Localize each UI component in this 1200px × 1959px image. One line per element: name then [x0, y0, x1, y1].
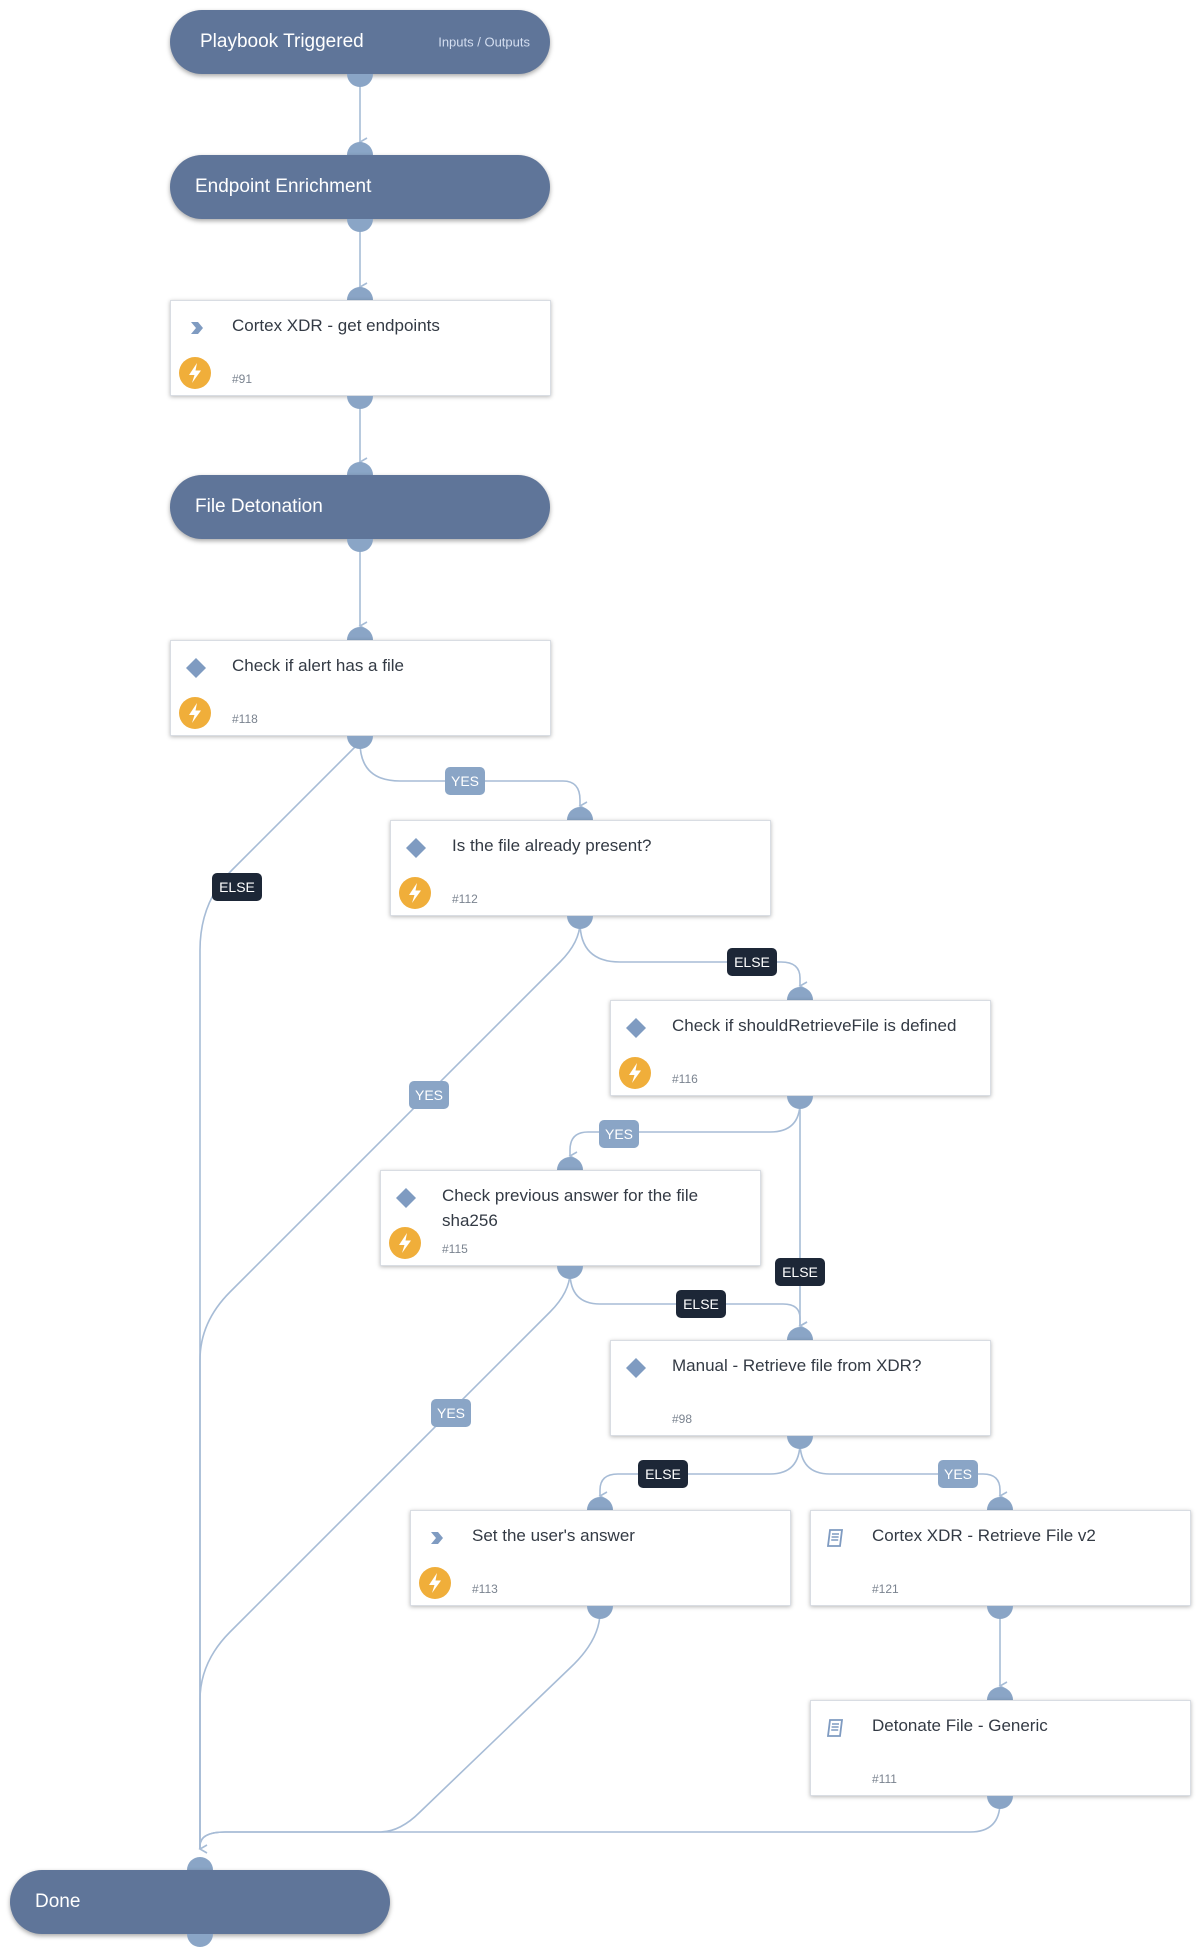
set-answer-task[interactable]: Set the user's answer #113	[410, 1510, 791, 1606]
input-port[interactable]	[347, 287, 373, 300]
task-id: #112	[452, 892, 478, 906]
check-alert-file-task[interactable]: Check if alert has a file #118	[170, 640, 551, 736]
input-port[interactable]	[557, 1157, 583, 1170]
task-id: #91	[232, 372, 253, 386]
output-port[interactable]	[587, 1606, 613, 1619]
wire-check-else	[198, 741, 361, 1854]
bolt-icon	[619, 1057, 651, 1089]
diamond-icon	[626, 1018, 646, 1038]
input-port[interactable]	[347, 142, 373, 155]
node-title: Endpoint Enrichment	[195, 176, 372, 197]
task-title: Is the file already present?	[452, 836, 652, 855]
inputs-outputs-link[interactable]: Inputs / Outputs	[438, 34, 530, 50]
output-port[interactable]	[187, 1934, 213, 1947]
input-port[interactable]	[787, 987, 813, 1000]
wire-manual-else	[598, 1441, 801, 1501]
else-label: ELSE	[638, 1460, 688, 1488]
node-title: File Detonation	[195, 496, 323, 517]
task-title: Check if shouldRetrieveFile is defined	[672, 1016, 957, 1035]
yes-label: YES	[431, 1399, 471, 1427]
file-detonation-node[interactable]: File Detonation	[170, 475, 550, 539]
task-title: Set the user's answer	[472, 1526, 635, 1545]
wire-set-answer-done	[199, 1611, 601, 1849]
output-port[interactable]	[347, 539, 373, 552]
wire-retrieve-yes	[568, 1101, 801, 1161]
input-port[interactable]	[347, 627, 373, 640]
output-port[interactable]	[987, 1606, 1013, 1619]
task-id: #111	[872, 1772, 897, 1786]
task-id: #121	[872, 1582, 899, 1596]
chevron-right-icon	[191, 322, 203, 334]
output-port[interactable]	[787, 1096, 813, 1109]
node-title: Done	[35, 1891, 81, 1912]
yes-label: YES	[445, 767, 485, 795]
diamond-icon	[406, 838, 426, 858]
diamond-icon	[186, 658, 206, 678]
output-port[interactable]	[347, 396, 373, 409]
done-node[interactable]: Done	[10, 1870, 390, 1934]
detonate-generic-task[interactable]: Detonate File - Generic #111	[810, 1700, 1191, 1796]
input-port[interactable]	[987, 1497, 1013, 1510]
task-title: Detonate File - Generic	[872, 1716, 1048, 1735]
endpoint-enrichment-node[interactable]: Endpoint Enrichment	[170, 155, 550, 219]
input-port[interactable]	[587, 1497, 613, 1510]
input-port[interactable]	[787, 1327, 813, 1340]
else-label: ELSE	[727, 948, 777, 976]
yes-label: YES	[409, 1081, 449, 1109]
task-id: #118	[232, 712, 258, 726]
output-port[interactable]	[787, 1436, 813, 1449]
output-port[interactable]	[347, 219, 373, 232]
wire-answer-else	[569, 1271, 808, 1331]
task-title: Manual - Retrieve file from XDR?	[672, 1356, 922, 1375]
diamond-icon	[396, 1188, 416, 1208]
bolt-icon	[389, 1227, 421, 1259]
bolt-icon	[419, 1567, 451, 1599]
task-id: #115	[442, 1242, 468, 1256]
previous-answer-task[interactable]: Check previous answer for the file sha25…	[380, 1170, 761, 1266]
bolt-icon	[179, 697, 211, 729]
playbook-triggered-node[interactable]: Playbook Triggered Inputs / Outputs	[170, 10, 550, 74]
task-id: #116	[672, 1072, 698, 1086]
task-title: Check previous answer for the file sha25…	[442, 1186, 699, 1230]
bolt-icon	[399, 877, 431, 909]
output-port[interactable]	[567, 916, 593, 929]
wire-answer-yes	[199, 1271, 571, 1849]
node-title: Playbook Triggered	[200, 31, 364, 52]
diamond-icon	[626, 1358, 646, 1378]
input-port[interactable]	[187, 1857, 213, 1870]
output-port[interactable]	[347, 74, 373, 87]
output-port[interactable]	[557, 1266, 583, 1279]
task-title: Cortex XDR - Retrieve File v2	[872, 1526, 1096, 1545]
input-port[interactable]	[347, 462, 373, 475]
should-retrieve-task[interactable]: Check if shouldRetrieveFile is defined #…	[610, 1000, 991, 1096]
wire-present-else	[579, 921, 808, 991]
book-icon	[826, 1529, 844, 1547]
wire-manual-yes	[799, 1441, 1008, 1501]
wire-detonate-done	[199, 1801, 1001, 1847]
task-id: #98	[672, 1412, 693, 1426]
file-present-task[interactable]: Is the file already present? #112	[390, 820, 771, 916]
get-endpoints-task[interactable]: Cortex XDR - get endpoints #91	[170, 300, 551, 396]
else-label: ELSE	[212, 873, 262, 901]
retrieve-file-v2-task[interactable]: Cortex XDR - Retrieve File v2 #121	[810, 1510, 1191, 1606]
yes-label: YES	[599, 1120, 639, 1148]
input-port[interactable]	[567, 807, 593, 820]
bolt-icon	[179, 357, 211, 389]
book-icon	[826, 1719, 844, 1737]
chevron-right-icon	[431, 1532, 443, 1544]
manual-retrieve-task[interactable]: Manual - Retrieve file from XDR? #98	[610, 1340, 991, 1436]
task-id: #113	[472, 1582, 498, 1596]
output-port[interactable]	[347, 736, 373, 749]
input-port[interactable]	[987, 1687, 1013, 1700]
wire-present-yes	[199, 921, 581, 1849]
else-label: ELSE	[676, 1290, 726, 1318]
else-label: ELSE	[775, 1258, 825, 1286]
output-port[interactable]	[987, 1796, 1013, 1809]
task-title: Cortex XDR - get endpoints	[232, 316, 440, 335]
yes-label: YES	[938, 1460, 978, 1488]
task-title: Check if alert has a file	[232, 656, 404, 675]
